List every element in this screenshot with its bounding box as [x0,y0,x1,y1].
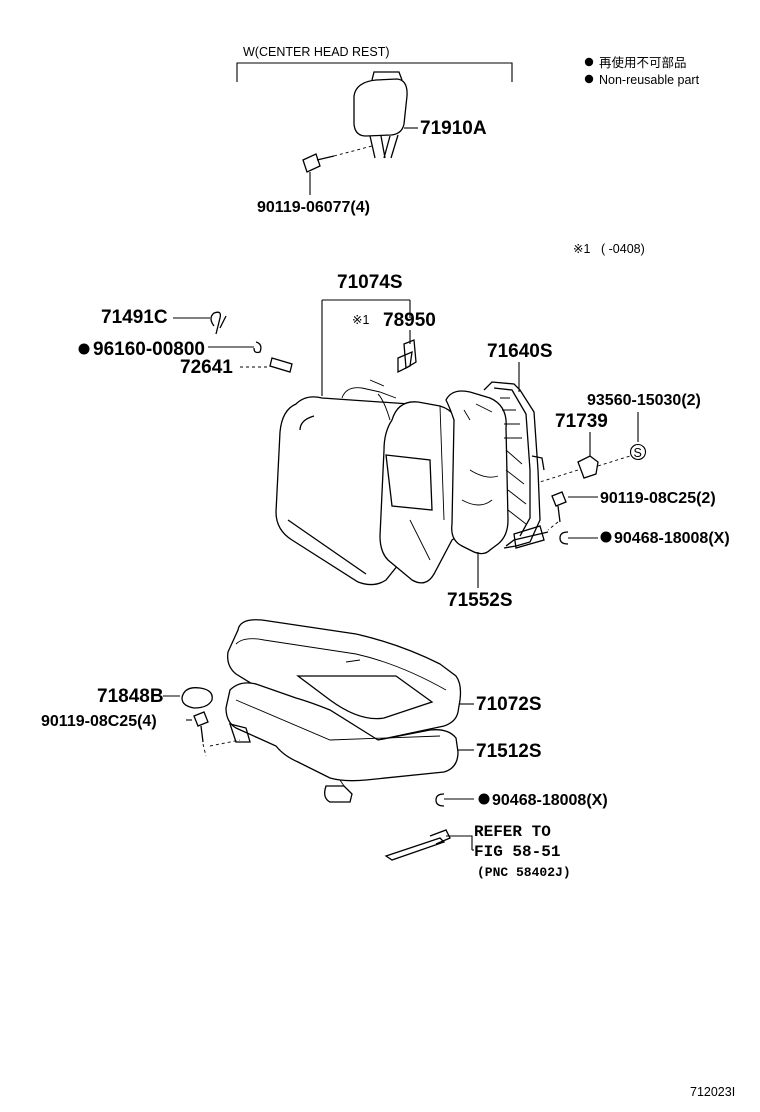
reference-line-3: (PNC 58402J) [477,865,571,880]
part-71552S: 71552S [447,590,513,611]
filled-circle-icon [584,74,594,84]
part-71848B: 71848B [97,686,164,707]
part-90468-18008-top: 90468-18008(X) [614,530,730,547]
headrest-screw: 90119-06077(4) [257,145,373,216]
part-71491C-group: 71491C [101,307,227,335]
part-71512S: 71512S [476,741,542,762]
seatback-spring-pad-71552S: 71552S [445,390,513,611]
part-90119-08C25-4: 90119-08C25(4) [41,713,157,730]
variant-bracket: W(CENTER HEAD REST) [236,45,513,82]
part-93560-group: 93560-15030(2) S [587,392,701,461]
filled-circle-icon [584,57,594,67]
footnote-range: ( -0408) [601,242,645,256]
part-96160-00800: 96160-00800 [93,339,205,360]
legend: 再使用不可部品 Non-reusable part [584,55,700,87]
footnote: ※1 ( -0408) [573,242,645,256]
part-90468-top-group: 90468-18008(X) [559,530,730,547]
part-71491C: 71491C [101,307,168,328]
circled-s-icon [629,443,647,461]
legend-en: Non-reusable part [599,73,700,87]
seatback-frame-71640S: 71640S [483,341,553,549]
part-93560: 93560-15030(2) [587,392,701,409]
part-78950: 78950 [383,310,436,331]
filled-circle-icon [78,343,90,355]
filled-circle-icon [600,531,612,543]
seat-cushion-pad-71512S: 71512S [225,682,542,803]
footnote-mark: ※1 [573,242,590,256]
legend-jp: 再使用不可部品 [599,55,687,70]
seat-cushion-cover-71072S: 71072S [227,619,542,742]
part-72641: 72641 [180,357,233,378]
reference-line-2: FIG 58-51 [474,843,560,861]
seatback-label-group: 71074S ※1 78950 [321,272,436,396]
part-71739-group: 71739 [539,411,631,483]
part-71072S: 71072S [476,694,542,715]
svg-text:S: S [634,446,642,460]
part-71074S: 71074S [337,272,403,293]
seat-belt-reference: REFER TO FIG 58-51 (PNC 58402J) [384,823,571,880]
part-71640S: 71640S [487,341,553,362]
part-72641-group: 72641 [180,357,293,378]
part-90119-08C25-2: 90119-08C25(2) [600,490,716,507]
variant-label: W(CENTER HEAD REST) [243,45,390,59]
part-90468-bottom-group: 90468-18008(X) [435,792,608,809]
diagram-id: 712023I [690,1085,735,1099]
part-90119-08C25-2-group: 90119-08C25(2) [547,490,716,531]
part-71739: 71739 [555,411,608,432]
part-90119-06077: 90119-06077(4) [257,199,370,216]
filled-circle-icon [478,793,490,805]
seatback-pad [377,393,463,584]
part-71848B-group: 71848B [97,686,213,709]
part-71910A: 71910A [420,118,487,139]
part-90119-08C25-4-group: 90119-08C25(4) [41,711,241,757]
center-headrest: 71910A [353,71,487,159]
part-96160-group: 96160-00800 [78,339,262,360]
reference-line-1: REFER TO [474,823,551,841]
lock-hook-78950 [397,339,417,374]
part-78950-mark: ※1 [352,313,369,327]
part-90468-18008-bottom: 90468-18008(X) [492,792,608,809]
